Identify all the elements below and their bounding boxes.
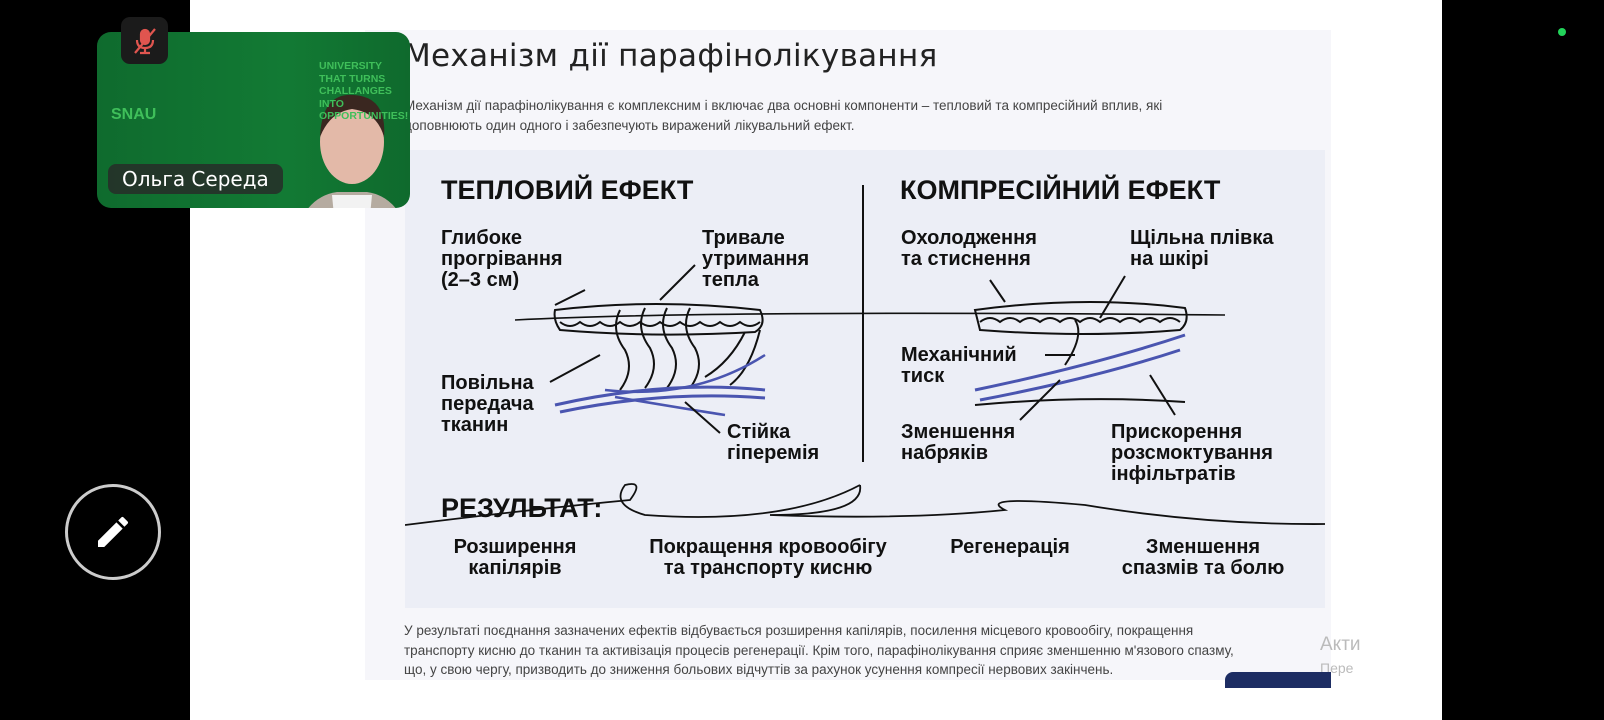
snau-logo: SNAU xyxy=(111,106,157,123)
slide-title: Механізм дії парафінолікування xyxy=(404,38,938,74)
participant-avatar xyxy=(308,94,396,208)
slide-button-partial[interactable] xyxy=(1225,672,1331,688)
intro-paragraph: Механізм дії парафінолікування є комплек… xyxy=(404,96,1162,135)
result-heading: РЕЗУЛЬТАТ: xyxy=(441,493,603,523)
result-item: Регенерація xyxy=(950,536,1070,558)
outro-line: транспорту кисню до тканин та активізаці… xyxy=(404,642,1234,658)
status-dot xyxy=(1558,28,1566,36)
outro-line: У результаті поєднання зазначених ефекті… xyxy=(404,623,1194,638)
thermal-heading: ТЕПЛОВИЙ ЕФЕКТ xyxy=(441,175,694,205)
muted-mic-indicator xyxy=(121,17,168,64)
mic-off-icon xyxy=(133,27,156,54)
diagram-lines xyxy=(405,185,1325,526)
annotate-button[interactable] xyxy=(65,484,161,580)
intro-line: Механізм дії парафінолікування є комплек… xyxy=(404,98,1163,113)
activation-watermark: Акти xyxy=(1320,634,1361,655)
outro-paragraph: У результаті поєднання зазначених ефекті… xyxy=(404,621,1234,680)
mechanism-diagram: ТЕПЛОВИЙ ЕФЕКТ КОМПРЕСІЙНИЙ ЕФЕКТ Глибок… xyxy=(405,150,1325,608)
pencil-icon xyxy=(98,516,128,547)
participant-name: Ольга Середа xyxy=(108,164,283,194)
intro-line: доповнюють один одного і забезпечують ви… xyxy=(404,117,855,133)
outro-line: що, у свою чергу, призводить до зниження… xyxy=(404,662,1114,677)
compression-heading: КОМПРЕСІЙНИЙ ЕФЕКТ xyxy=(900,175,1221,205)
